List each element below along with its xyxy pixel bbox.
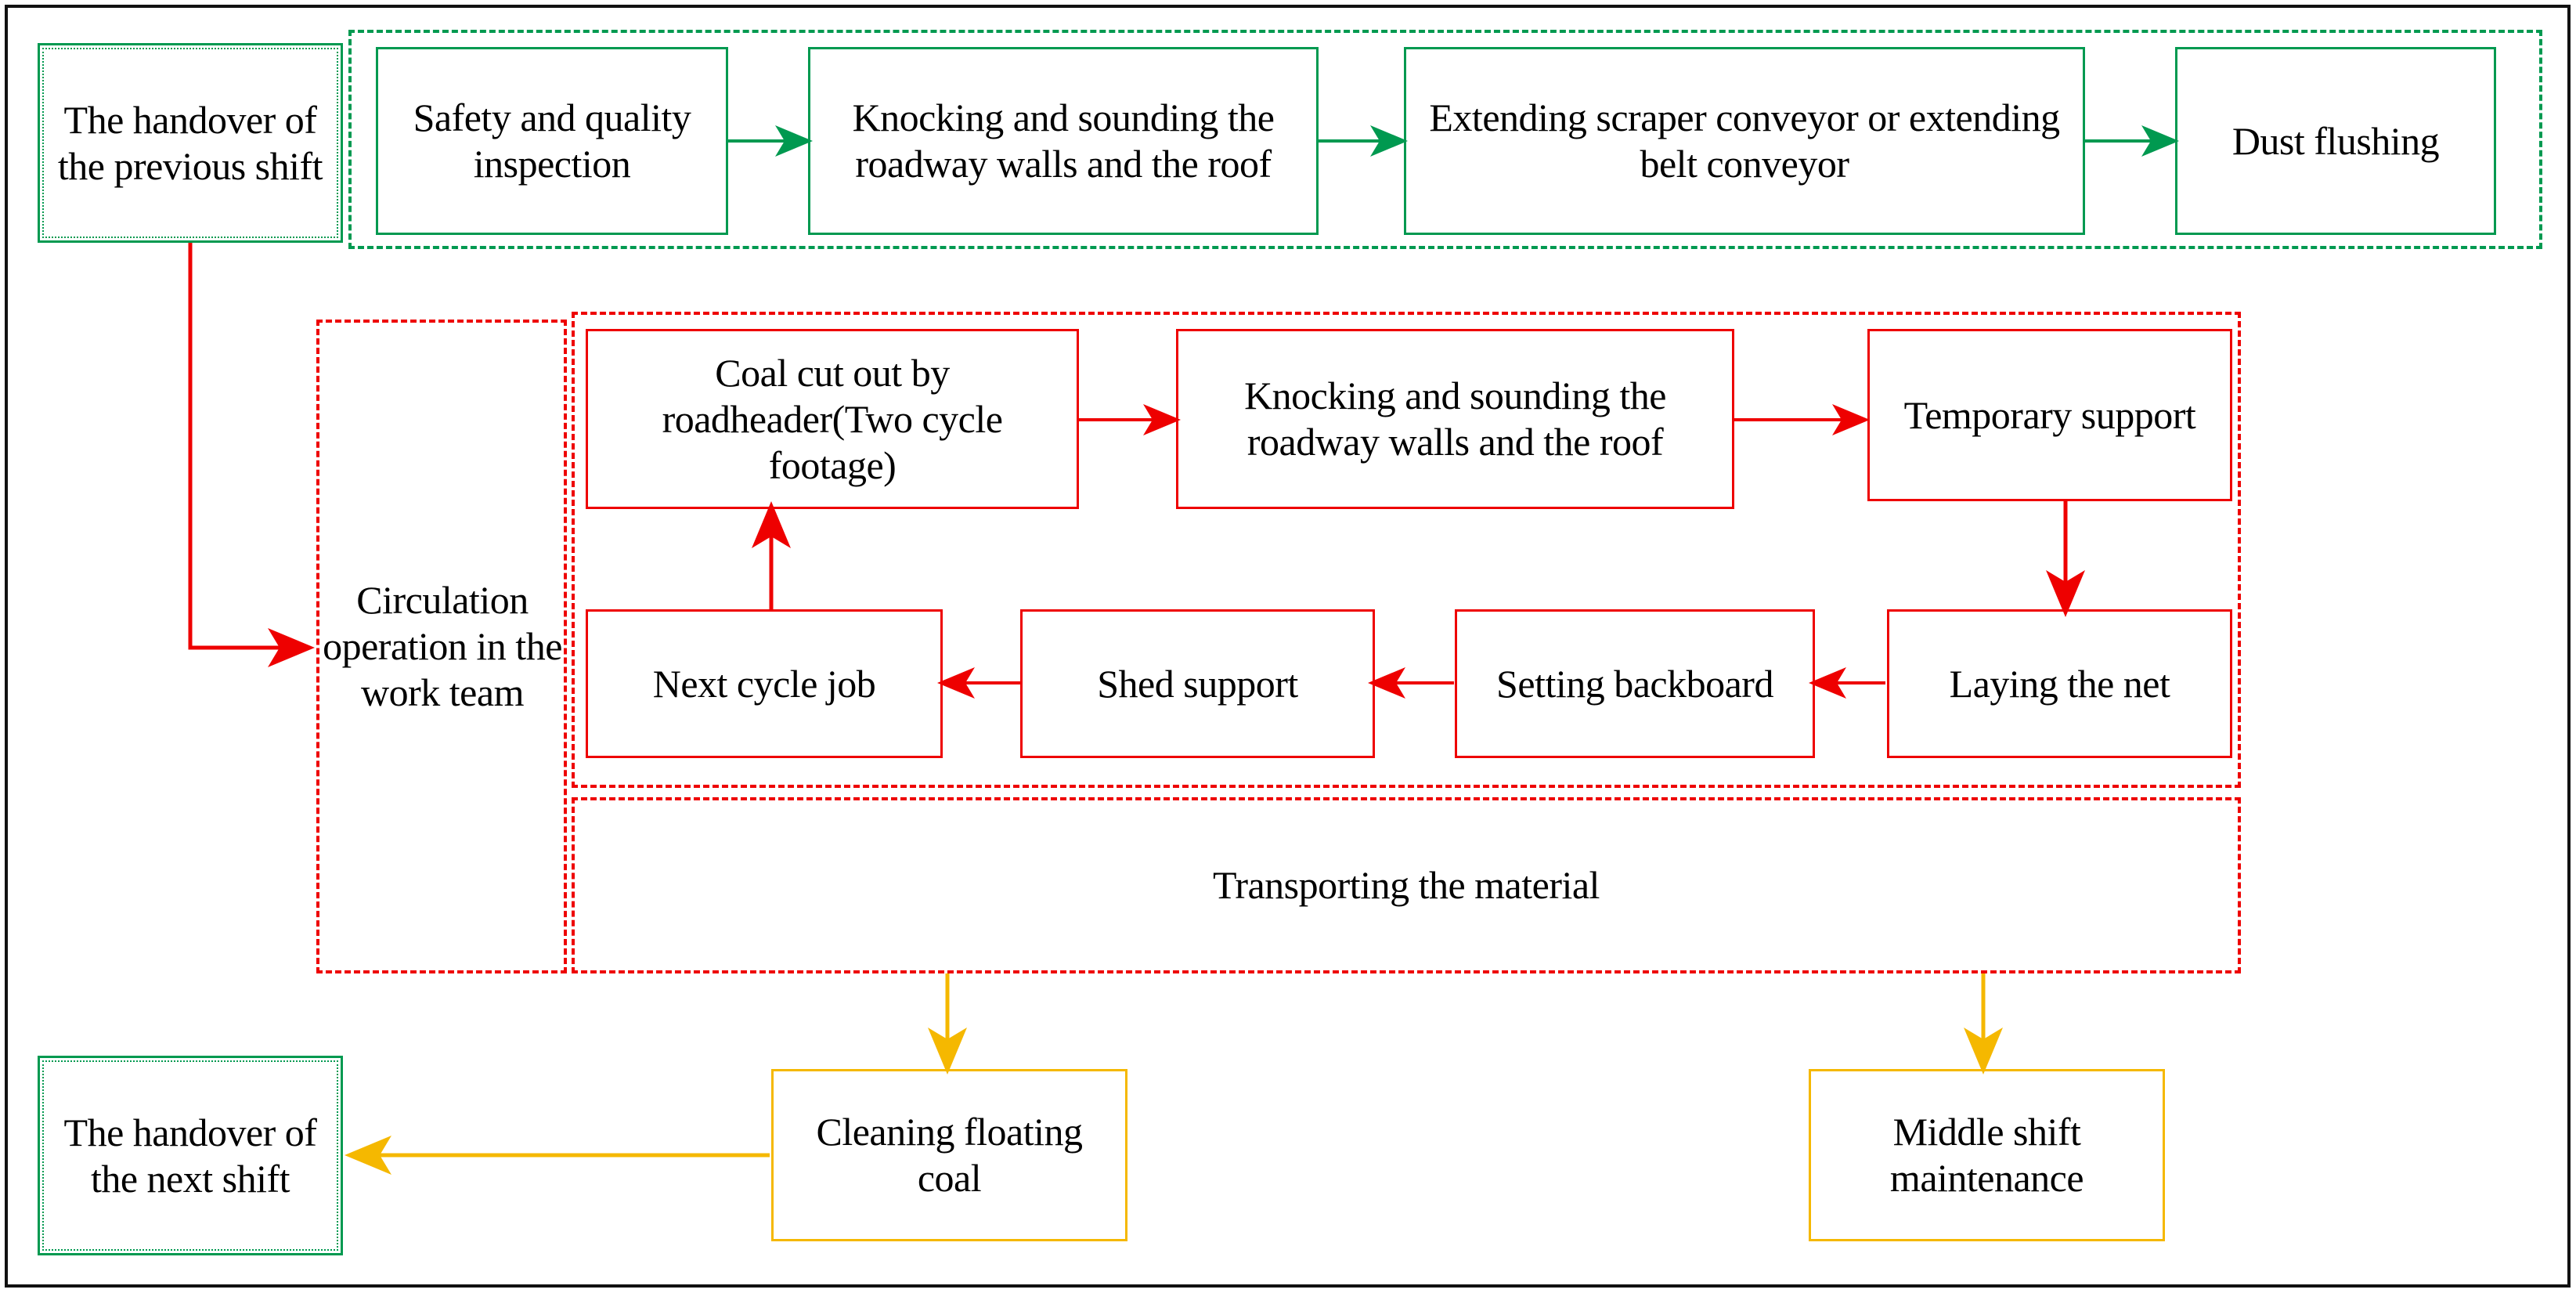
node-setting-backboard-label: Setting backboard — [1496, 661, 1773, 706]
node-handover-next-shift-label: The handover of the next shift — [63, 1110, 317, 1201]
node-coal-cut-out[interactable]: Coal cut out by roadheader(Two cycle foo… — [586, 329, 1079, 509]
node-extending-conveyor-label: Extending scraper conveyor or extending … — [1429, 96, 2060, 186]
node-middle-shift-maintenance-label: Middle shift maintenance — [1889, 1110, 2084, 1200]
node-transporting-material[interactable]: Transporting the material — [572, 797, 2241, 973]
node-dust-flushing-label: Dust flushing — [2231, 118, 2440, 163]
node-temporary-support[interactable]: Temporary support — [1867, 329, 2232, 501]
node-setting-backboard[interactable]: Setting backboard — [1455, 609, 1815, 758]
node-shed-support[interactable]: Shed support — [1020, 609, 1375, 758]
node-safety-quality-inspection[interactable]: Safety and quality inspection — [376, 47, 728, 235]
node-circulation-operation-label: Circulation operation in the work team — [323, 577, 562, 714]
node-dust-flushing[interactable]: Dust flushing — [2175, 47, 2496, 235]
node-handover-previous-shift[interactable]: The handover of the previous shift — [38, 43, 343, 243]
node-next-cycle-job[interactable]: Next cycle job — [586, 609, 943, 758]
node-middle-shift-maintenance[interactable]: Middle shift maintenance — [1809, 1069, 2165, 1241]
node-safety-quality-inspection-label: Safety and quality inspection — [413, 96, 691, 186]
node-extending-conveyor[interactable]: Extending scraper conveyor or extending … — [1404, 47, 2085, 235]
node-coal-cut-out-label: Coal cut out by roadheader(Two cycle foo… — [662, 350, 1003, 487]
node-temporary-support-label: Temporary support — [1903, 392, 2196, 437]
node-knocking-sounding-red-label: Knocking and sounding the roadway walls … — [1244, 374, 1666, 464]
arrow-handover-to-circulation — [188, 243, 315, 667]
node-handover-previous-shift-label: The handover of the previous shift — [57, 97, 323, 188]
node-knocking-sounding-green[interactable]: Knocking and sounding the roadway walls … — [808, 47, 1319, 235]
node-circulation-operation[interactable]: Circulation operation in the work team — [316, 517, 568, 775]
node-knocking-sounding-red[interactable]: Knocking and sounding the roadway walls … — [1176, 329, 1734, 509]
node-handover-next-shift[interactable]: The handover of the next shift — [38, 1056, 343, 1255]
node-cleaning-floating-coal[interactable]: Cleaning floating coal — [771, 1069, 1127, 1241]
node-transporting-material-label: Transporting the material — [1213, 863, 1600, 907]
node-next-cycle-job-label: Next cycle job — [652, 661, 876, 706]
node-shed-support-label: Shed support — [1097, 661, 1298, 706]
node-laying-the-net-label: Laying the net — [1949, 661, 2170, 706]
node-knocking-sounding-green-label: Knocking and sounding the roadway walls … — [852, 96, 1275, 186]
node-cleaning-floating-coal-label: Cleaning floating coal — [816, 1110, 1083, 1200]
node-laying-the-net[interactable]: Laying the net — [1887, 609, 2232, 758]
